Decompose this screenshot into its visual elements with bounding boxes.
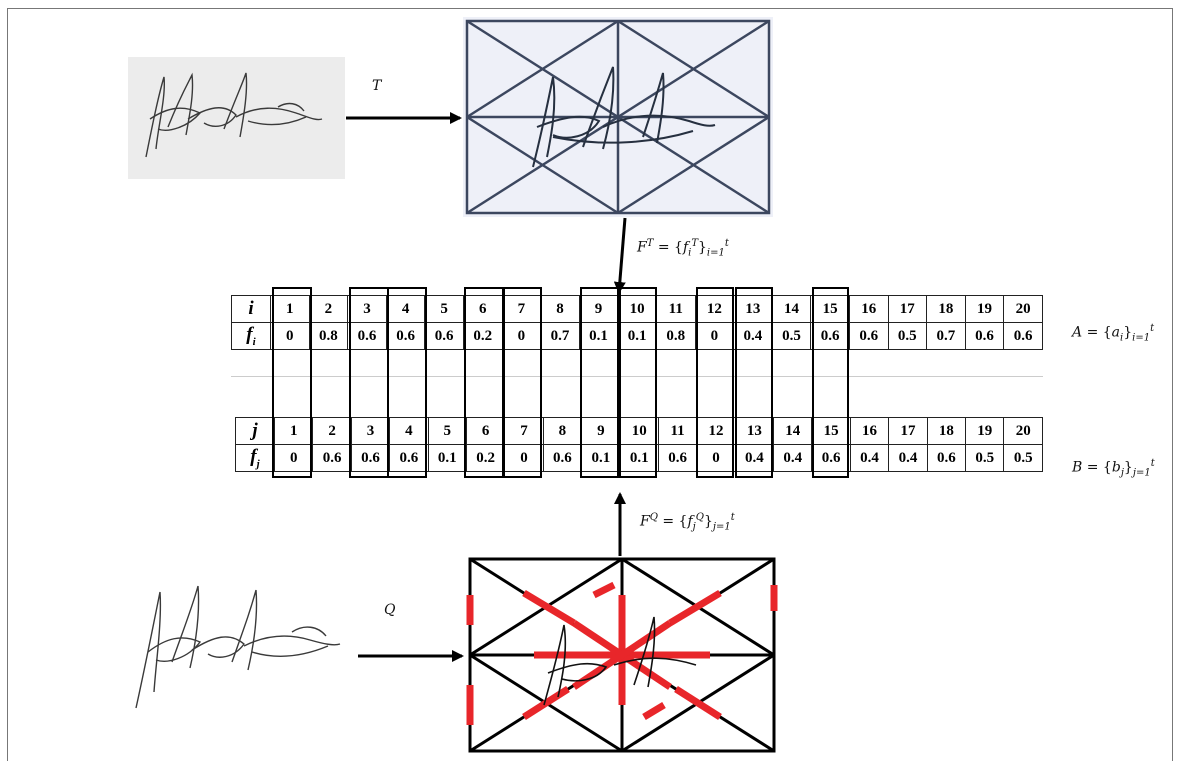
value-cell: 0.6 <box>964 322 1005 350</box>
value-cell: 0.7 <box>926 322 966 350</box>
value-cell: 0.5 <box>771 322 812 350</box>
index-cell: 5 <box>427 417 467 445</box>
index-cell: 14 <box>771 295 812 323</box>
value-cell: 0.6 <box>312 444 352 472</box>
index-cell: 17 <box>887 295 928 323</box>
template-grid-image <box>463 17 773 217</box>
index-cell: 7 <box>501 295 542 323</box>
matched-column-box <box>271 287 312 478</box>
value-cell: 0.6 <box>385 322 426 350</box>
value-header: fi <box>231 322 271 350</box>
index-cell: 19 <box>965 417 1005 445</box>
arrow-grid-to-table-a <box>613 217 627 294</box>
index-cell: 20 <box>1003 295 1043 323</box>
matched-column-box <box>580 287 620 478</box>
table-gap-line-top <box>231 376 1043 377</box>
value-cell: 0 <box>694 322 735 350</box>
value-cell: 0.4 <box>888 444 928 472</box>
value-cell: 0 <box>501 322 542 350</box>
index-cell: 18 <box>926 417 967 445</box>
index-cell: 2 <box>312 417 352 445</box>
template-signature-image <box>128 57 345 179</box>
value-cell: 0.1 <box>619 444 659 472</box>
matched-column-box <box>464 287 504 478</box>
value-cell: 0.4 <box>849 444 890 472</box>
value-cell: 0.6 <box>848 322 889 350</box>
value-cell: 0.6 <box>1003 322 1043 350</box>
query-grid-image <box>464 555 780 755</box>
index-header: i <box>231 295 271 323</box>
index-cell: 12 <box>696 417 736 445</box>
template-label: T <box>372 78 382 94</box>
feature-set-query-equation: FQ = {fjQ}j=1t <box>640 512 735 533</box>
value-cell: 0.6 <box>542 444 583 472</box>
value-cell: 0 <box>504 444 544 472</box>
query-signature-image <box>135 585 341 709</box>
matched-column-box <box>696 287 735 478</box>
index-cell: 18 <box>926 295 966 323</box>
feature-set-template-equation: FT = {fiT}i=1t <box>637 238 729 259</box>
value-cell: 0.6 <box>350 444 391 472</box>
matched-column-box <box>387 287 428 478</box>
value-cell: 0.2 <box>462 322 503 350</box>
value-cell: 0.8 <box>308 322 349 350</box>
index-cell: 13 <box>733 295 773 323</box>
figure-frame <box>7 8 1173 761</box>
value-cell: 0 <box>270 322 310 350</box>
value-cell: 0.1 <box>581 444 621 472</box>
index-cell: 6 <box>462 295 503 323</box>
set-a-equation: A = {ai}i=1t <box>1072 323 1155 344</box>
value-header: fj <box>235 444 275 472</box>
value-cell: 0.7 <box>540 322 580 350</box>
value-cell: 0.6 <box>926 444 967 472</box>
value-cell: 0.6 <box>389 444 429 472</box>
matched-column-box <box>811 287 850 478</box>
index-cell: 4 <box>385 295 426 323</box>
value-cell: 0.4 <box>733 322 773 350</box>
index-cell: 11 <box>657 417 698 445</box>
query-label: Q <box>384 602 396 618</box>
value-cell: 0.1 <box>427 444 467 472</box>
matched-column-box <box>618 287 658 478</box>
matched-column-box <box>503 287 543 478</box>
value-cell: 0 <box>273 444 314 472</box>
index-cell: 16 <box>848 295 889 323</box>
value-cell: 0.4 <box>773 444 813 472</box>
value-cell: 0.5 <box>965 444 1005 472</box>
value-cell: 0.5 <box>1003 444 1043 472</box>
set-b-equation: B = {bj}j=1t <box>1072 458 1155 479</box>
index-cell: 20 <box>1003 417 1043 445</box>
value-cell: 0.6 <box>811 444 851 472</box>
index-cell: 2 <box>308 295 349 323</box>
matched-column-box <box>734 287 773 478</box>
value-cell: 0.5 <box>887 322 928 350</box>
